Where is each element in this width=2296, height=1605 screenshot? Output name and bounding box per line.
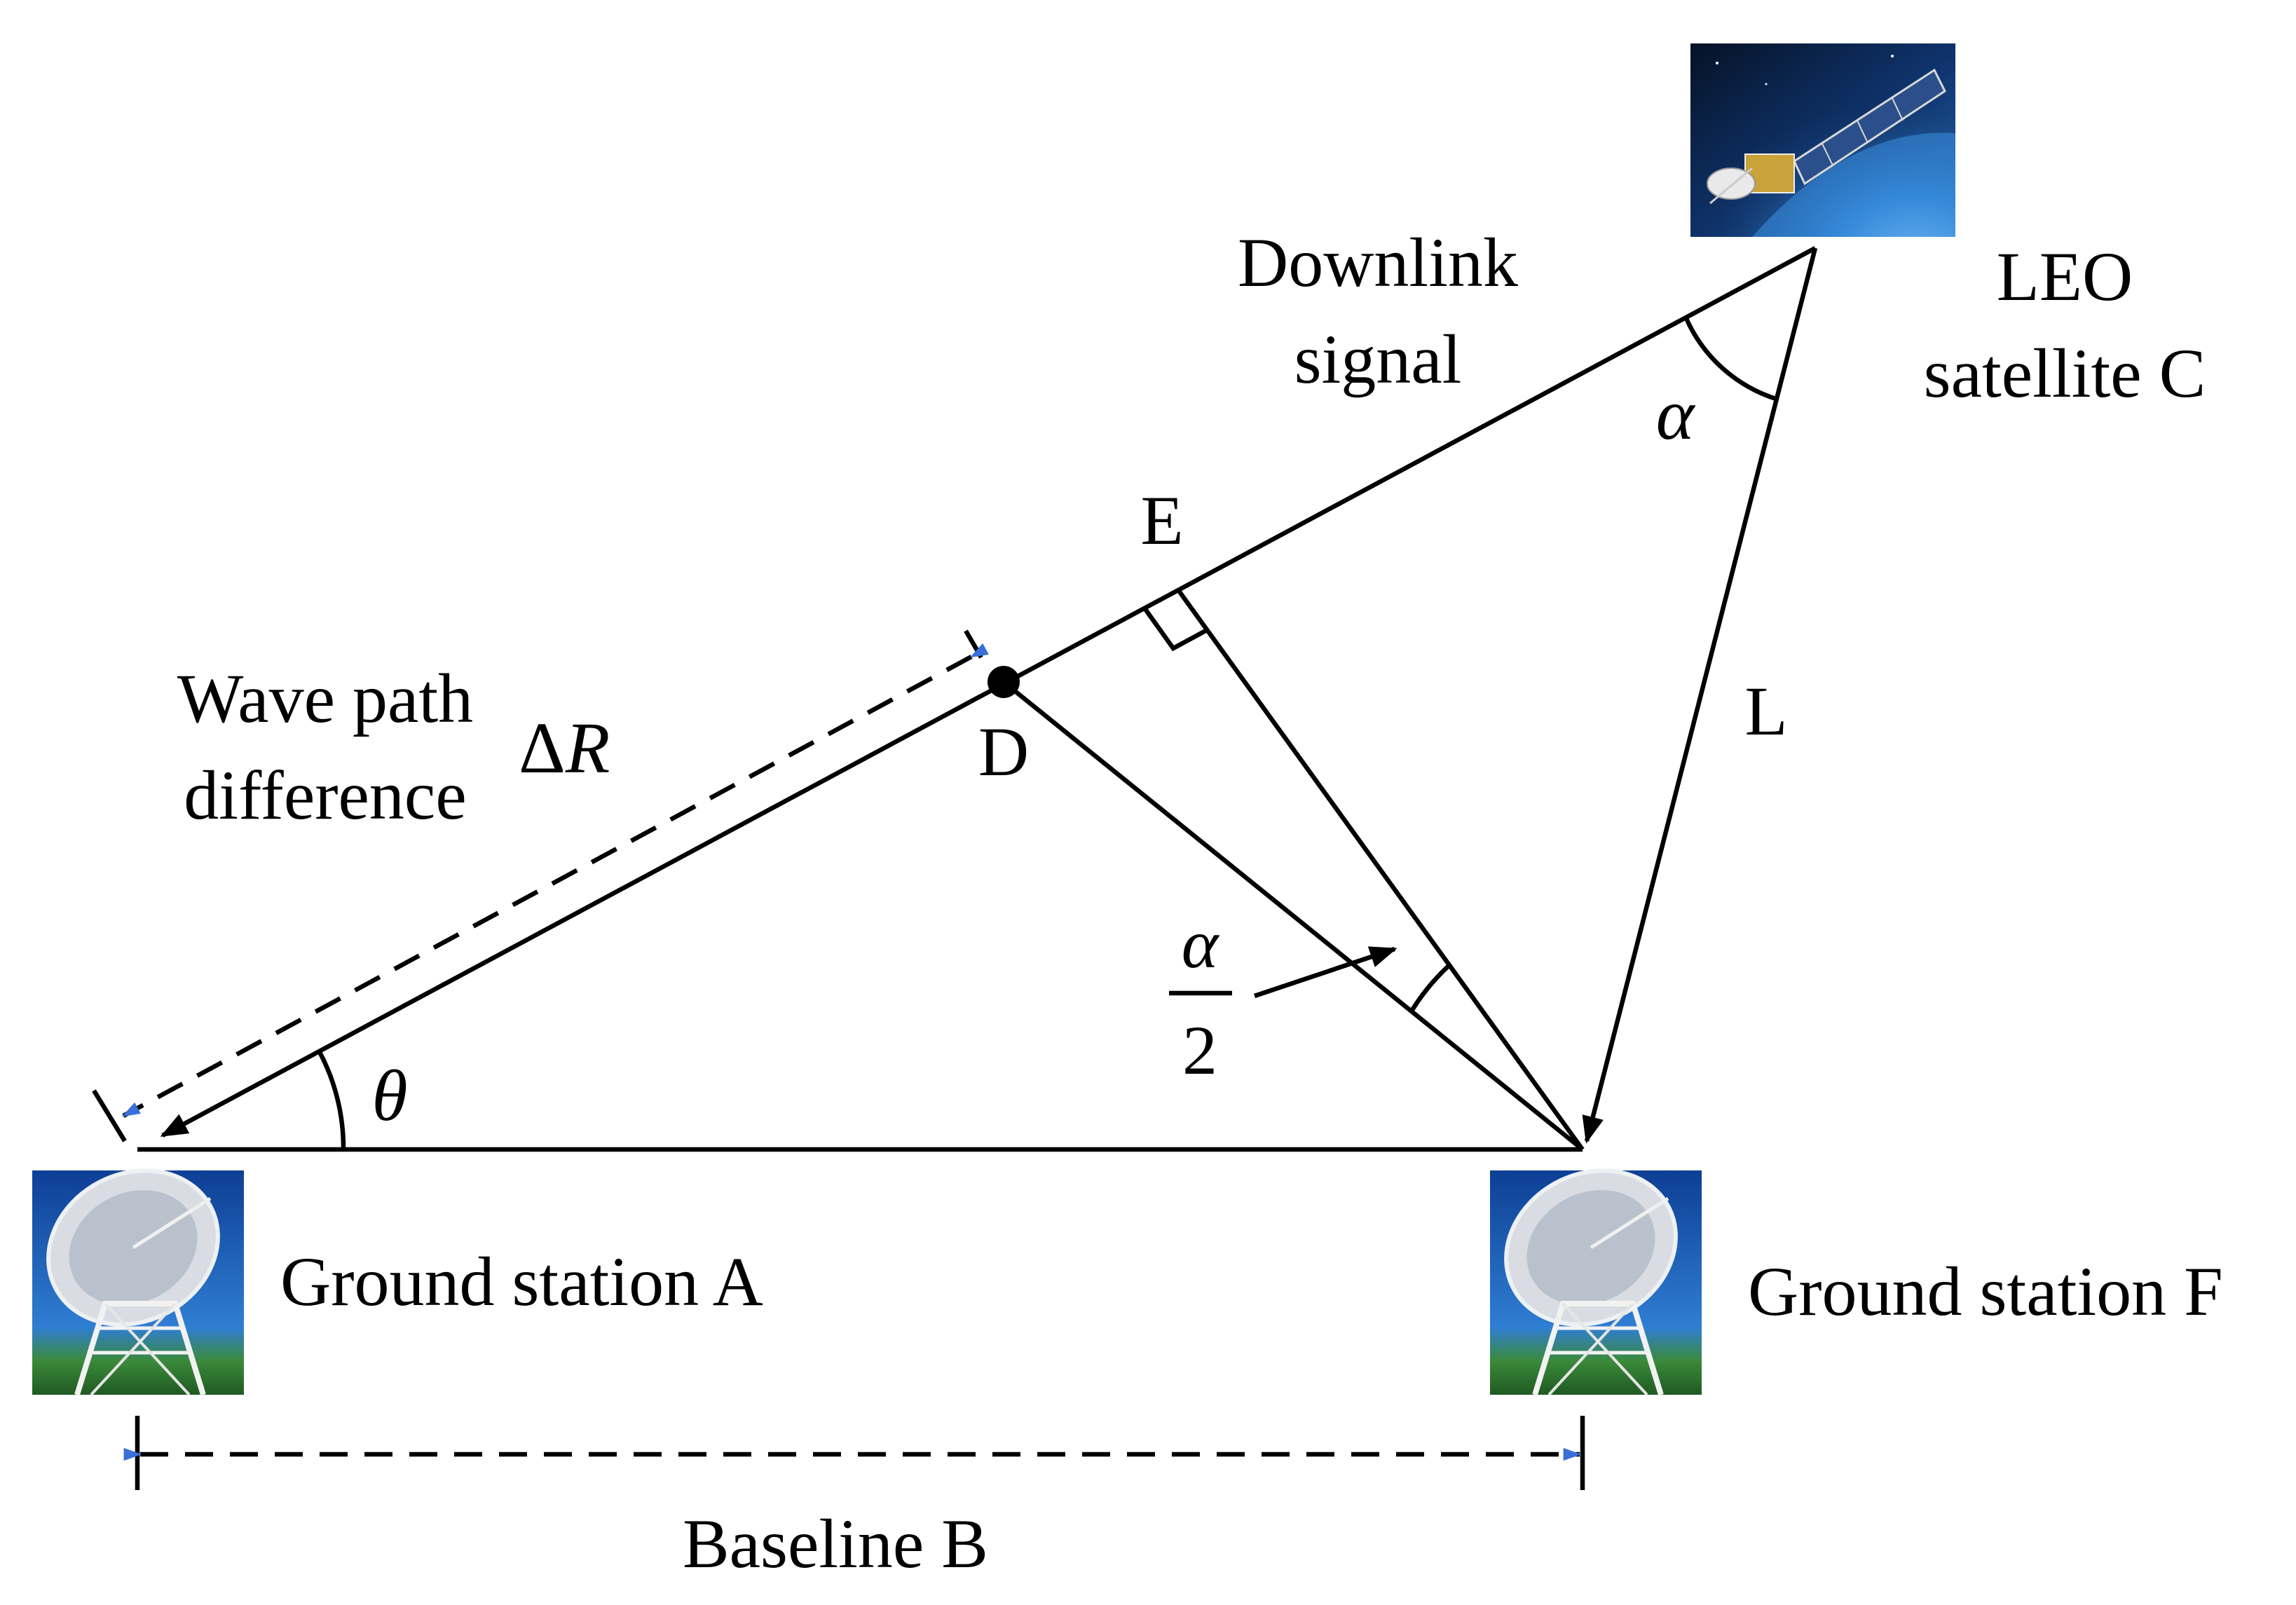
theta-label: θ bbox=[371, 1056, 407, 1136]
f-to-d-line bbox=[1002, 680, 1585, 1152]
wave-path-label-line2: difference bbox=[184, 756, 466, 834]
alpha-label: α bbox=[1656, 374, 1696, 455]
wave-path-extension-tick-bottom bbox=[92, 1089, 127, 1142]
f-to-e-perpendicular bbox=[1177, 589, 1585, 1151]
half-alpha-angle-arc bbox=[1410, 963, 1451, 1011]
antenna-f-image bbox=[1490, 1168, 1702, 1396]
half-alpha-numerator: α bbox=[1182, 905, 1220, 983]
downlink-label-line2: signal bbox=[1294, 320, 1462, 398]
baseline-label: Baseline B bbox=[683, 1505, 988, 1583]
delta-symbol: Δ bbox=[519, 708, 566, 788]
length-l-label: L bbox=[1744, 672, 1787, 750]
right-angle-marker bbox=[1143, 608, 1208, 652]
delta-r-variable: R bbox=[565, 708, 610, 788]
antenna-a-image bbox=[32, 1168, 244, 1396]
point-e-label: E bbox=[1140, 482, 1183, 559]
wave-path-extension-tick-top bbox=[964, 629, 983, 659]
ground-station-f-label: Ground station F bbox=[1748, 1252, 2223, 1330]
point-d-label: D bbox=[978, 713, 1029, 791]
leo-label-line2: satellite C bbox=[1924, 334, 2206, 412]
wave-path-dimension-arrow bbox=[121, 643, 989, 1118]
wave-path-label-line1: Wave path bbox=[177, 660, 473, 737]
ground-station-a-label: Ground station A bbox=[280, 1243, 763, 1320]
half-alpha-denominator: 2 bbox=[1182, 1011, 1217, 1089]
half-alpha-pointer-arrow bbox=[1253, 946, 1398, 999]
theta-angle-arc bbox=[317, 1049, 346, 1150]
point-d-dot bbox=[988, 666, 1020, 698]
alpha-angle-arc bbox=[1683, 315, 1779, 402]
delta-r-label: ΔR bbox=[519, 708, 610, 788]
leo-label-line1: LEO bbox=[1997, 238, 2133, 315]
satellite-image bbox=[1690, 43, 1955, 237]
downlink-label-line1: Downlink bbox=[1238, 224, 1518, 301]
